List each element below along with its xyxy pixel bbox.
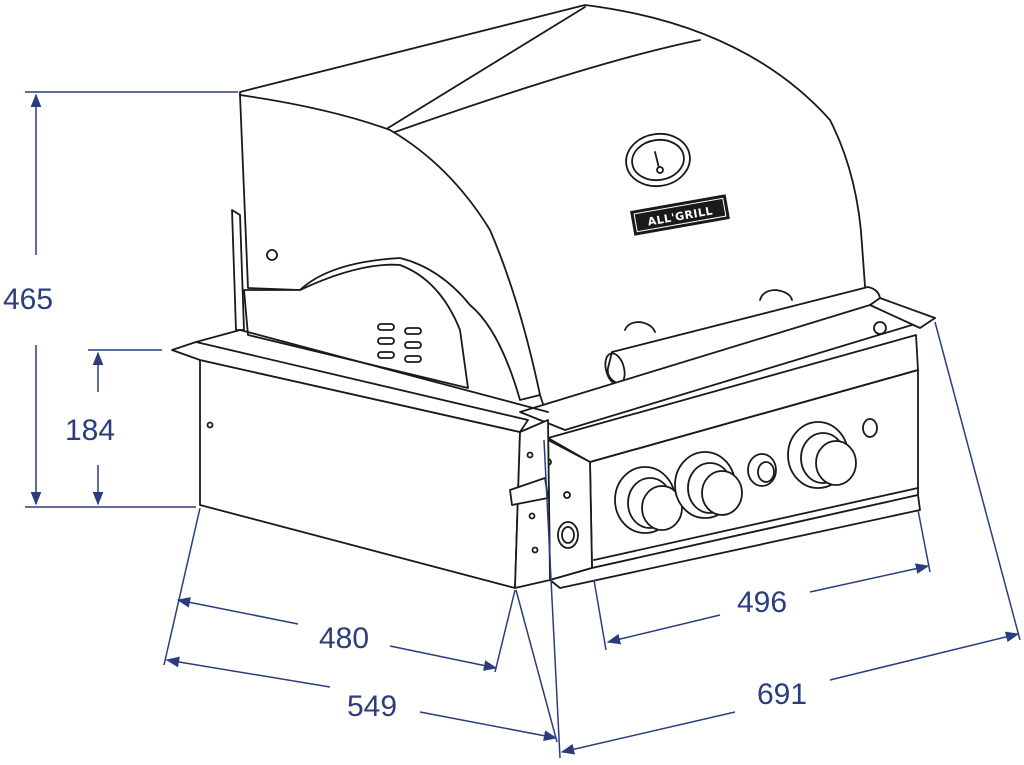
brand-logo-plate: ALL'GRILL bbox=[630, 194, 730, 236]
firebox-side bbox=[243, 263, 469, 389]
vent-slots bbox=[377, 323, 422, 363]
hood-side bbox=[239, 94, 541, 401]
side-igniter-port bbox=[557, 521, 579, 549]
dimension-width-total: 691 bbox=[757, 678, 807, 711]
hood-crease bbox=[394, 39, 701, 133]
control-knob-icon bbox=[674, 451, 743, 519]
hood-ridge bbox=[387, 6, 586, 129]
dimension-depth-inner: 480 bbox=[319, 622, 369, 655]
side-panel-edge bbox=[231, 209, 245, 331]
dimension-depth-outer: 549 bbox=[347, 690, 397, 723]
dimension-height-total: 465 bbox=[3, 283, 53, 316]
panel-screw bbox=[862, 418, 878, 438]
thermometer-icon bbox=[625, 132, 691, 188]
control-knob-icon bbox=[787, 421, 857, 489]
top-shelf-lip bbox=[171, 341, 529, 433]
dimension-width-front: 496 bbox=[737, 586, 787, 619]
dimension-height-panel: 184 bbox=[65, 414, 115, 447]
control-knob-icon bbox=[614, 466, 683, 534]
grill-body: ALL'GRILL bbox=[171, 4, 936, 589]
side-bolt bbox=[266, 249, 278, 261]
side-bracket bbox=[509, 477, 549, 506]
dimension-lines bbox=[25, 91, 1021, 759]
igniter-icon bbox=[747, 453, 777, 487]
